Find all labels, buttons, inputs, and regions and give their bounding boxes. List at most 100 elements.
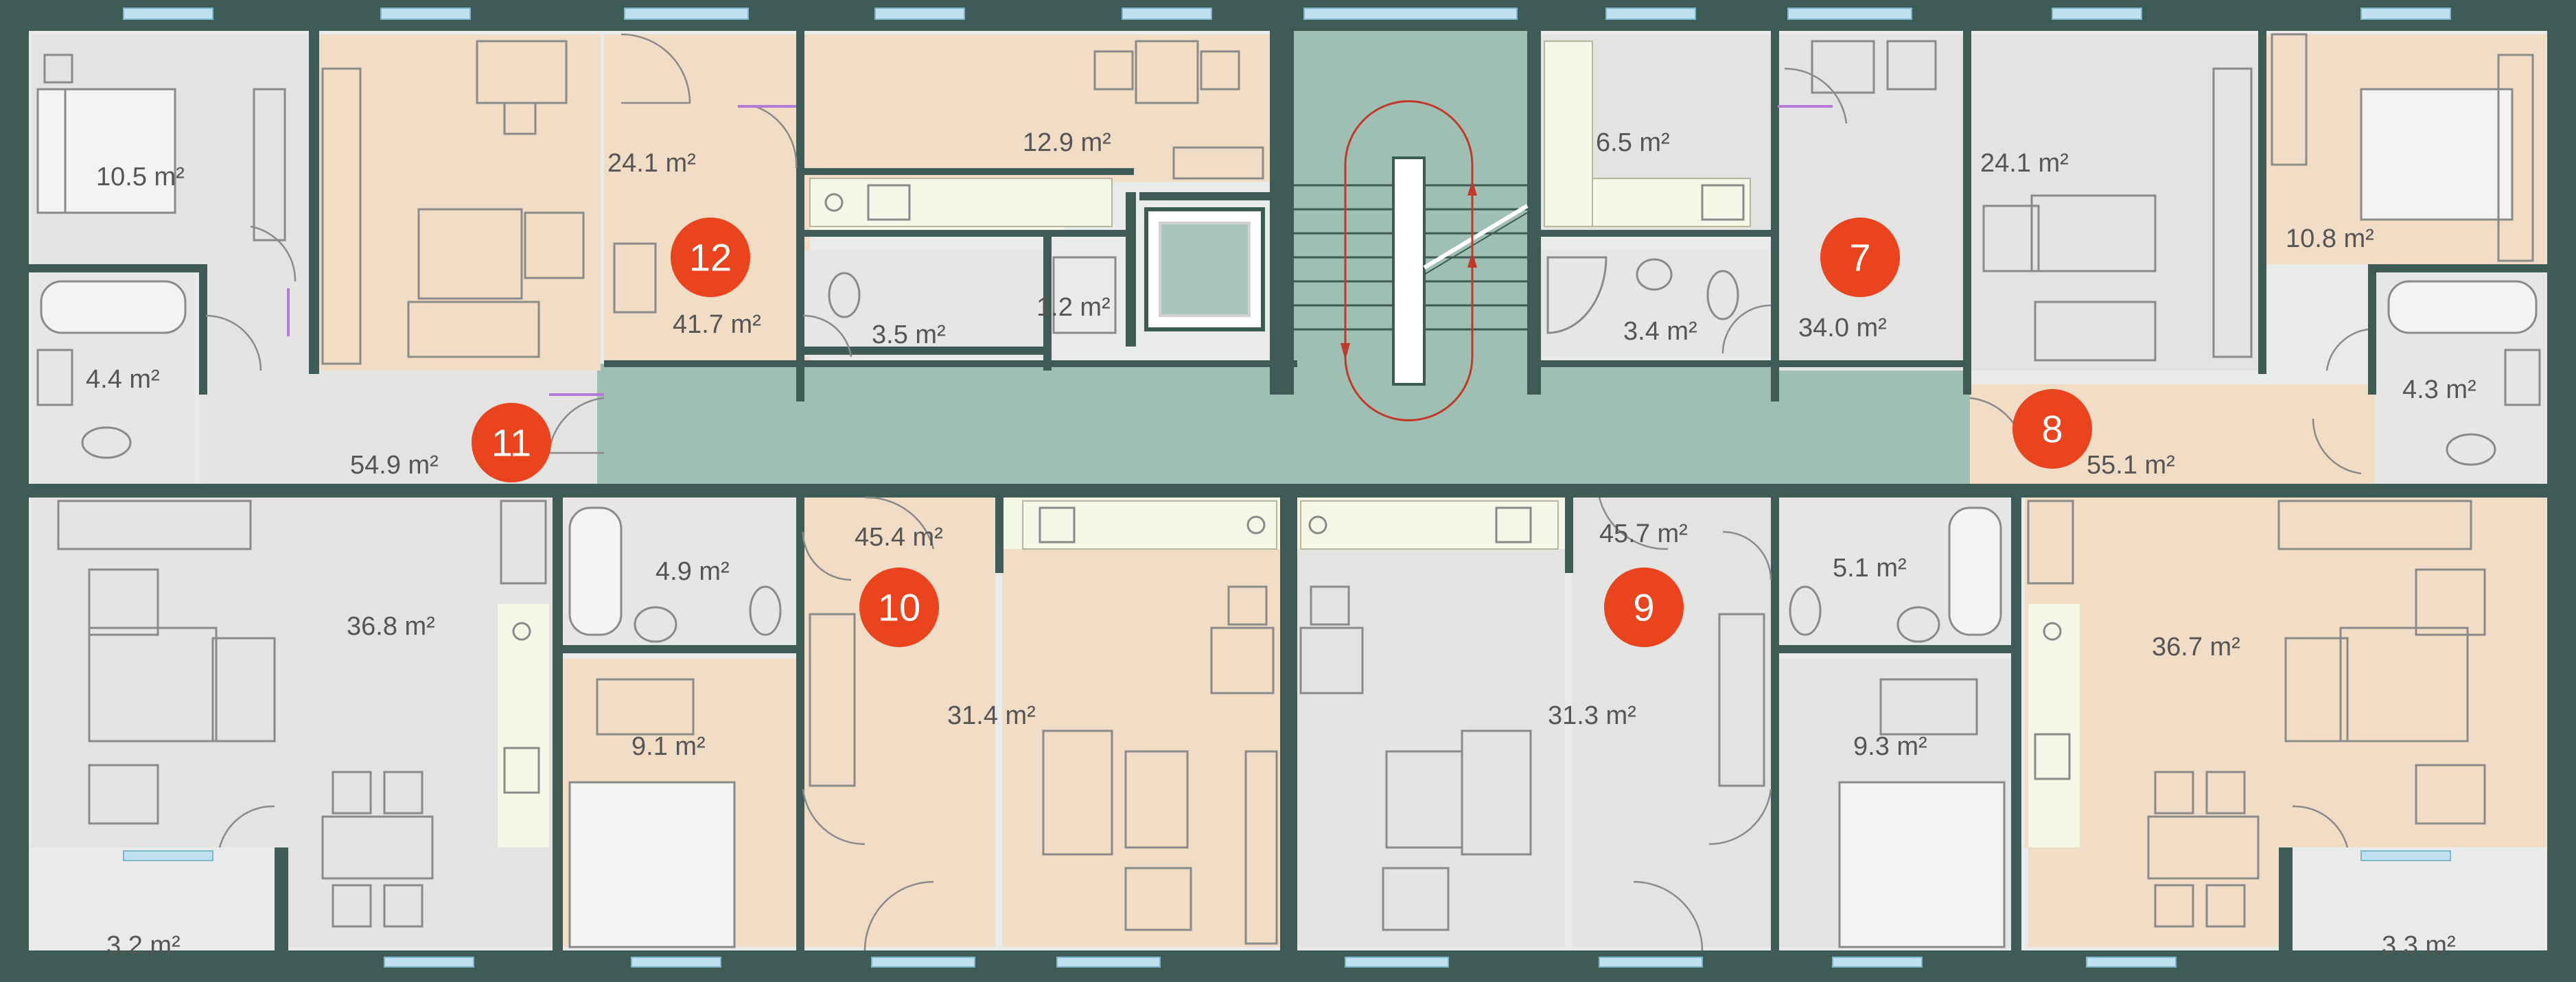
apartment-badge[interactable]: 12 bbox=[671, 218, 750, 297]
armchair-icon bbox=[1982, 204, 2040, 272]
apartment-total-area: 34.0 m² bbox=[1798, 314, 1887, 342]
door-icon bbox=[218, 805, 275, 848]
toilet-icon bbox=[828, 272, 861, 318]
apt10-living bbox=[1002, 549, 1280, 947]
room-area-label: 10.5 m² bbox=[96, 163, 185, 191]
bed-icon bbox=[1838, 678, 2006, 948]
window-icon bbox=[1303, 8, 1518, 20]
apt12-kitchen bbox=[810, 34, 1270, 182]
door-icon bbox=[2325, 328, 2369, 371]
dining-table-icon bbox=[1093, 40, 1264, 180]
window-icon bbox=[871, 957, 975, 968]
apt9-living bbox=[1297, 549, 1565, 947]
apartment-badge[interactable]: 7 bbox=[1820, 218, 1900, 297]
dining-table-icon bbox=[1299, 585, 1364, 694]
room-area-label: 9.3 m² bbox=[1853, 732, 1927, 761]
apt8-living-lower bbox=[2028, 847, 2293, 947]
door-icon bbox=[250, 225, 297, 282]
window-icon bbox=[874, 8, 965, 20]
wardrobe-icon bbox=[613, 242, 657, 314]
apartment-badge[interactable]: 8 bbox=[2012, 389, 2092, 469]
sink-icon bbox=[1701, 184, 1745, 221]
door-icon bbox=[802, 314, 852, 358]
toilet-icon bbox=[81, 426, 132, 459]
dining-table-icon bbox=[1811, 40, 1937, 94]
room-area-label: 31.3 m² bbox=[1548, 701, 1636, 730]
room-area-label: 24.1 m² bbox=[1980, 149, 2069, 178]
door-icon bbox=[2312, 418, 2362, 475]
door-icon bbox=[1633, 880, 1704, 951]
apartment-badge[interactable]: 11 bbox=[472, 403, 551, 482]
furniture bbox=[36, 33, 2541, 948]
room-area-label: 9.1 m² bbox=[631, 732, 706, 761]
sink-icon bbox=[503, 747, 540, 794]
windows bbox=[123, 8, 2451, 968]
window-icon bbox=[2360, 8, 2451, 20]
sofa-icon bbox=[1042, 729, 1189, 856]
room-area-label: 3.3 m² bbox=[2382, 931, 2456, 960]
window-icon bbox=[1056, 957, 1161, 968]
window-icon bbox=[123, 850, 213, 861]
apartment-badges: 7 8 9 10 11 12 bbox=[472, 218, 2092, 647]
room-area-label: 5.1 m² bbox=[1833, 554, 1907, 583]
wardrobe-icon bbox=[1244, 750, 1278, 945]
room-area-label: 6.5 m² bbox=[1596, 128, 1670, 157]
bathtub-icon bbox=[568, 506, 623, 636]
wardrobe-icon bbox=[2027, 500, 2074, 585]
svg-text:9: 9 bbox=[1633, 586, 1654, 629]
bathtub-icon bbox=[40, 280, 187, 334]
door-icon bbox=[754, 105, 798, 169]
room-area-label: 1.2 m² bbox=[1036, 293, 1111, 322]
room-area-label: 4.9 m² bbox=[655, 557, 730, 586]
apartment-badge[interactable]: 9 bbox=[1604, 568, 1684, 647]
door-icon bbox=[863, 880, 934, 951]
apartment-total-area: 55.1 m² bbox=[2087, 451, 2175, 480]
shower-icon bbox=[1052, 256, 1117, 334]
door-icon bbox=[1784, 67, 1848, 124]
window-icon bbox=[1787, 8, 1912, 20]
window-icon bbox=[2360, 850, 2451, 861]
toilet-icon bbox=[1789, 585, 1822, 636]
room-area-label: 12.9 m² bbox=[1023, 128, 1111, 157]
window-icon bbox=[1605, 8, 1696, 20]
sink-icon bbox=[1038, 506, 1076, 543]
washbasin-icon bbox=[36, 349, 73, 406]
armchair-icon bbox=[2415, 568, 2486, 825]
window-icon bbox=[1122, 8, 1212, 20]
apartment-total-area: 54.9 m² bbox=[350, 451, 439, 480]
staircase-icon bbox=[1294, 100, 1529, 421]
stove-icon bbox=[824, 193, 844, 212]
dining-table-icon bbox=[321, 771, 434, 928]
bathtub-icon bbox=[2387, 280, 2538, 334]
room-area-label: 10.8 m² bbox=[2286, 224, 2374, 253]
stove-icon bbox=[512, 622, 531, 641]
apt11-living bbox=[31, 498, 553, 847]
apartment-total-area: 41.7 m² bbox=[673, 310, 761, 339]
armchair-icon bbox=[1124, 867, 1192, 931]
wardrobe-icon bbox=[2212, 67, 2253, 358]
room-labels: 10.5 m² 24.1 m² 12.9 m² 4.4 m² 3.5 m² 1.… bbox=[86, 128, 2476, 960]
apt11-living-lower bbox=[288, 847, 553, 947]
toilet-icon bbox=[749, 585, 782, 636]
apartment-badge[interactable]: 10 bbox=[859, 568, 939, 647]
apt12-living bbox=[319, 34, 601, 371]
elevator-icon bbox=[1144, 207, 1265, 331]
room-area-label: 31.4 m² bbox=[947, 701, 1036, 730]
armchair-icon bbox=[1382, 867, 1450, 931]
svg-text:11: 11 bbox=[491, 421, 531, 465]
sofa-icon bbox=[1385, 729, 1532, 856]
bathtub-icon bbox=[1948, 506, 2002, 636]
room-area-label: 3.4 m² bbox=[1623, 317, 1697, 346]
room-area-label: 4.4 m² bbox=[86, 365, 160, 394]
svg-text:7: 7 bbox=[1849, 236, 1870, 279]
armchair-icon bbox=[524, 211, 585, 279]
svg-text:12: 12 bbox=[689, 236, 732, 279]
apartment-total-area: 45.4 m² bbox=[855, 523, 943, 552]
sink-icon bbox=[867, 184, 911, 221]
sofa-icon bbox=[2030, 194, 2157, 362]
room-area-label: 3.2 m² bbox=[106, 931, 181, 960]
apartment-total-areas: 34.0 m² 55.1 m² 45.7 m² 45.4 m² 54.9 m² … bbox=[350, 310, 2175, 552]
wardrobe-icon bbox=[500, 500, 547, 585]
stove-icon bbox=[1246, 515, 1266, 535]
